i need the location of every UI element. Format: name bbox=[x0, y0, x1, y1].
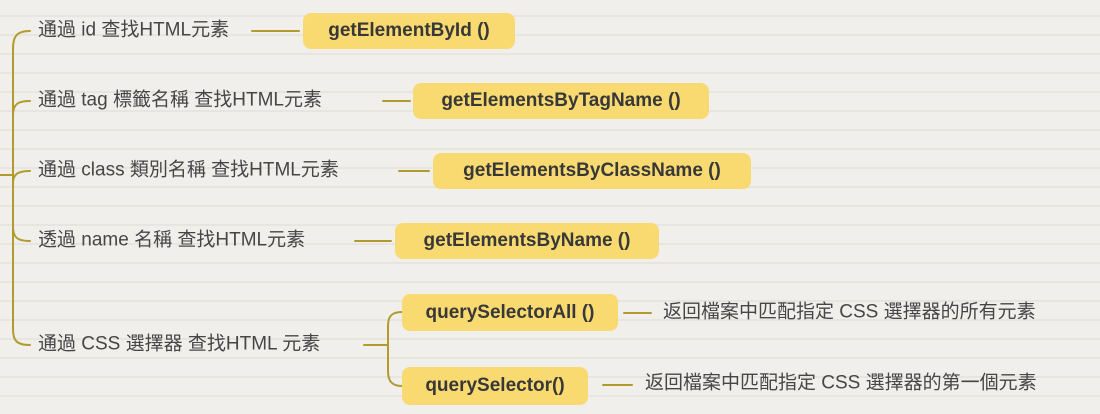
desc-query-selector-all[interactable]: 返回檔案中匹配指定 CSS 選擇器的所有元素 bbox=[663, 301, 1036, 323]
node-get-elements-by-name[interactable]: getElementsByName () bbox=[395, 223, 659, 259]
branch-curve-class bbox=[12, 170, 31, 183]
node-query-selector-all[interactable]: querySelectorAll () bbox=[402, 294, 618, 331]
node-get-elements-by-class-name[interactable]: getElementsByClassName () bbox=[433, 153, 751, 189]
css-sub-brace bbox=[387, 311, 403, 387]
branch-curve-tag bbox=[12, 100, 31, 115]
branch-label-css[interactable]: 通過 CSS 選擇器 查找HTML 元素 bbox=[38, 333, 321, 355]
branch-label-name[interactable]: 透過 name 名稱 查找HTML元素 bbox=[38, 229, 306, 251]
branch-label-tag[interactable]: 通過 tag 標籤名稱 查找HTML元素 bbox=[38, 89, 322, 111]
branch-curve-name bbox=[12, 227, 31, 242]
branch-label-class[interactable]: 通過 class 類別名稱 查找HTML元素 bbox=[38, 159, 339, 181]
branch-label-id[interactable]: 通過 id 查找HTML元素 bbox=[38, 19, 230, 41]
desc-query-selector[interactable]: 返回檔案中匹配指定 CSS 選擇器的第一個元素 bbox=[645, 372, 1037, 394]
node-query-selector[interactable]: querySelector() bbox=[402, 367, 588, 405]
node-get-element-by-id[interactable]: getElementById () bbox=[303, 13, 515, 49]
spine-connector bbox=[12, 30, 31, 346]
node-get-elements-by-tag-name[interactable]: getElementsByTagName () bbox=[413, 83, 709, 119]
